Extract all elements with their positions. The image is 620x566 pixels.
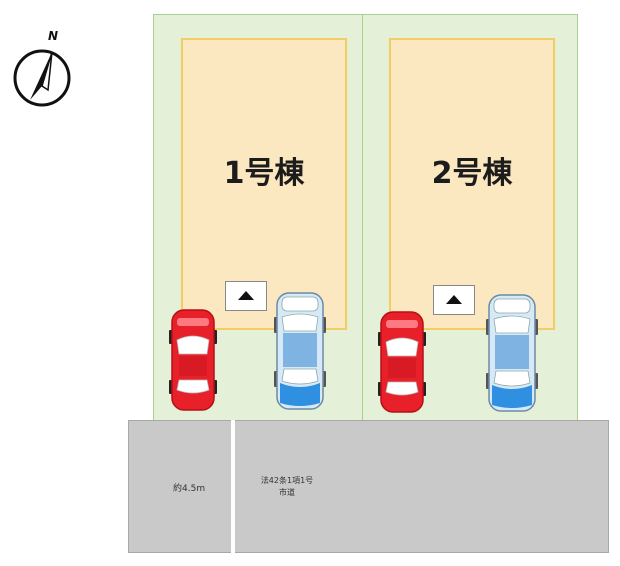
building-2: 2号棟 [389,38,555,330]
road-type-label: 市道 [279,488,295,497]
north-arrow-icon: N [13,29,71,107]
compass-north-label: N [48,29,58,43]
red-car-icon [165,308,221,412]
entrance-triangle-icon [446,295,462,304]
blue-car-icon [272,291,328,410]
building-2-label: 2号棟 [431,156,513,191]
road-width-label: 約4.5m [173,484,206,494]
entrance-triangle-icon [238,291,254,300]
road-classification: 法42条1項1号 市道 [246,475,328,499]
red-car-icon [374,310,430,414]
building-1-label: 1号棟 [223,156,305,191]
building-1: 1号棟 [181,38,347,330]
entrance-marker-1 [225,281,267,311]
entrance-marker-2 [433,285,475,315]
road [128,420,609,553]
north-compass: N [8,28,80,108]
road-divider [231,420,235,553]
blue-car-icon [484,293,540,412]
road-law-label: 法42条1項1号 [260,476,314,485]
